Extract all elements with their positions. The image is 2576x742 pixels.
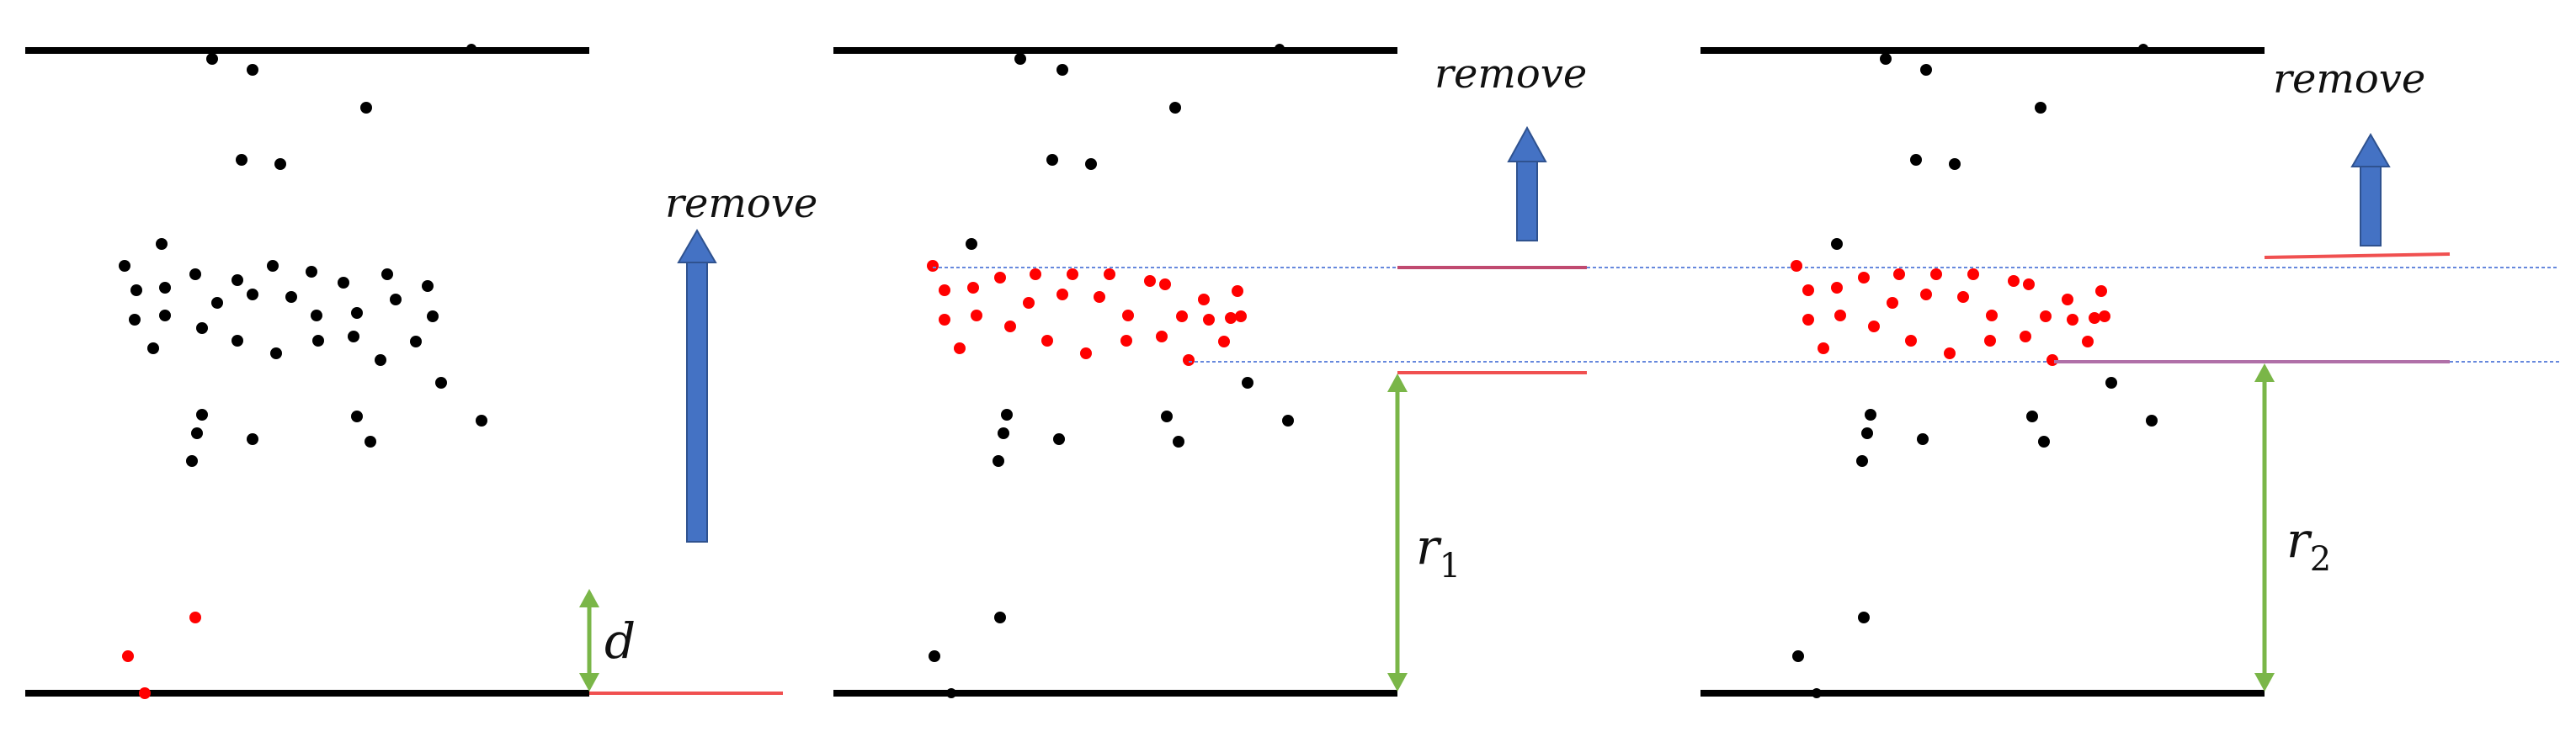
gap-label-d: d <box>604 612 636 670</box>
red-reference-lines <box>589 586 783 695</box>
particle-cloud <box>119 53 487 467</box>
red-reference-lines <box>1397 266 1587 374</box>
removed-particles <box>1791 260 2110 366</box>
electrode-dot <box>1812 688 1822 698</box>
block-arrow-up-icon <box>677 229 717 543</box>
removed-particles <box>122 612 201 699</box>
particle-cloud <box>1792 53 2158 662</box>
gap-double-arrow <box>1387 374 1408 692</box>
removed-particles <box>927 260 1247 366</box>
remove-label: remove <box>665 180 817 227</box>
electrode-dot <box>2138 44 2148 54</box>
remove-label: remove <box>1434 50 1587 98</box>
panel-1: d remove <box>25 44 817 699</box>
blue-dotted-boundaries <box>933 267 2559 363</box>
block-arrow-up-icon <box>1507 125 1547 241</box>
panel-3: r2 remove <box>1700 44 2451 698</box>
electrode-dot <box>1275 44 1285 54</box>
gap-double-arrow <box>2254 363 2275 692</box>
block-arrow-up-icon <box>2350 133 2391 246</box>
particle-cloud <box>929 53 1294 662</box>
panel-2: r1 remove <box>833 44 2559 698</box>
electrode-dot <box>946 688 956 698</box>
red-reference-lines <box>2054 252 2451 363</box>
electrode-dot <box>466 44 476 54</box>
gap-label-r1: r1 <box>1416 518 1461 586</box>
gap-label-r2: r2 <box>2286 511 2331 579</box>
gap-double-arrow <box>579 589 599 692</box>
remove-label: remove <box>2273 56 2425 103</box>
